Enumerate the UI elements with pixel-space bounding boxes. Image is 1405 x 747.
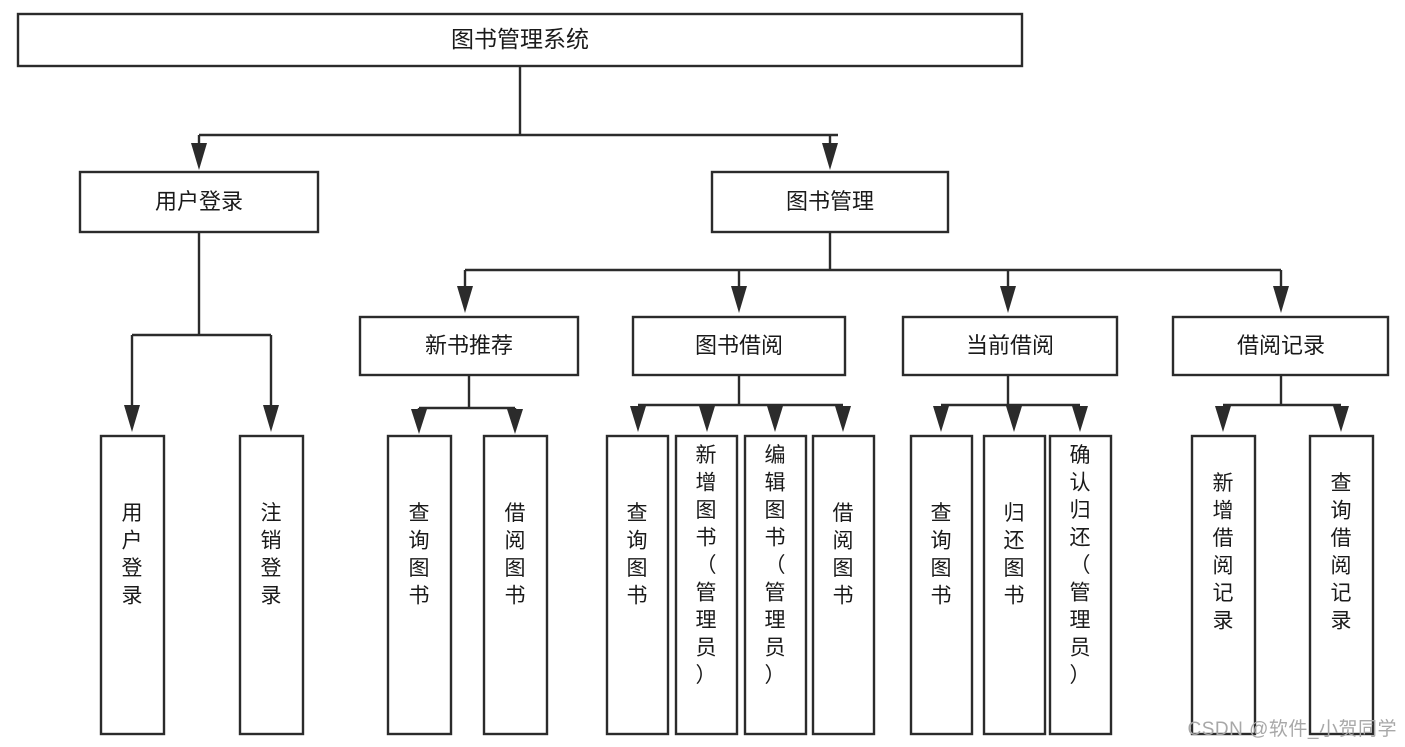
arrow-head-leaf-query-book-borrow [630, 406, 646, 432]
node-book-management-label: 图书管理 [786, 189, 874, 214]
node-leaf-query-book-recommend[interactable]: 查询图书 [386, 434, 453, 736]
node-leaf-edit-book[interactable]: 编辑图书（管理员） [743, 434, 808, 736]
leaf-node-group: 用户登录 注销登录 查询图书 借阅图书 查询图书 新增图书（管理员） [99, 434, 1375, 736]
node-user-login-label: 用户登录 [155, 189, 243, 214]
arrow-head-leaf-logout [263, 405, 279, 432]
node-leaf-query-book-borrow[interactable]: 查询图书 [605, 434, 670, 736]
arrow-head-leaf-add-book [699, 406, 715, 432]
arrow-head-current-borrow [1000, 286, 1016, 313]
node-book-management-box[interactable] [710, 170, 950, 234]
node-leaf-edit-book-label: 编辑图书（管理员） [765, 444, 786, 687]
node-leaf-borrow-book-recommend[interactable]: 借阅图书 [482, 434, 549, 736]
arrow-head-leaf-user-login [124, 405, 140, 432]
node-borrow-record-box[interactable] [1171, 315, 1390, 377]
node-book-borrow-box[interactable] [631, 315, 847, 377]
node-leaf-borrow-book-recommend-box[interactable] [482, 434, 549, 736]
arrow-head-leaf-add-borrow-record [1215, 406, 1231, 432]
node-leaf-borrow-book-recommend-label: 借阅图书 [505, 502, 526, 608]
node-leaf-query-borrow-record-box[interactable] [1308, 434, 1375, 736]
node-leaf-confirm-return-label: 确认归还（管理员） [1070, 444, 1091, 687]
arrow-head-borrow-record [1273, 286, 1289, 313]
node-current-borrow-box[interactable] [901, 315, 1119, 377]
connector-layer [124, 66, 1349, 434]
arrow-head-book-management [822, 143, 838, 170]
arrow-head-leaf-confirm-return [1072, 406, 1088, 432]
node-leaf-return-book-box[interactable] [982, 434, 1047, 736]
node-new-book-recommend-label: 新书推荐 [425, 333, 513, 358]
node-leaf-return-book-label: 归还图书 [1004, 502, 1025, 608]
arrow-head-leaf-query-borrow-record [1333, 406, 1349, 432]
node-leaf-query-book-current-box[interactable] [909, 434, 974, 736]
node-borrow-record-label: 借阅记录 [1237, 333, 1325, 358]
node-leaf-confirm-return-box[interactable] [1048, 434, 1113, 736]
arrow-head-leaf-edit-book [767, 406, 783, 432]
node-leaf-add-book-box[interactable] [674, 434, 739, 736]
node-new-book-recommend-box[interactable] [358, 315, 580, 377]
node-leaf-add-borrow-record[interactable]: 新增借阅记录 [1190, 434, 1257, 736]
node-leaf-query-borrow-record-label: 查询借阅记录 [1331, 472, 1352, 633]
node-leaf-logout-label: 注销登录 [261, 502, 282, 608]
node-leaf-add-book[interactable]: 新增图书（管理员） [674, 434, 739, 736]
node-leaf-logout-box[interactable] [238, 434, 305, 736]
node-leaf-user-login-label: 用户登录 [122, 502, 143, 608]
node-book-borrow[interactable]: 图书借阅 [631, 315, 847, 377]
node-leaf-query-book-current[interactable]: 查询图书 [909, 434, 974, 736]
arrow-head-new-book-recommend [457, 286, 473, 313]
node-leaf-borrow-book-box[interactable] [811, 434, 876, 736]
node-root[interactable]: 图书管理系统 [16, 12, 1024, 68]
node-leaf-query-book-borrow-label: 查询图书 [627, 502, 648, 608]
arrow-head-book-borrow [731, 286, 747, 313]
node-leaf-add-book-label: 新增图书（管理员） [696, 444, 717, 687]
node-leaf-add-borrow-record-box[interactable] [1190, 434, 1257, 736]
node-leaf-add-borrow-record-label: 新增借阅记录 [1213, 472, 1234, 633]
node-user-login-box[interactable] [78, 170, 320, 234]
node-root-label: 图书管理系统 [451, 26, 589, 52]
node-leaf-query-book-borrow-box[interactable] [605, 434, 670, 736]
node-leaf-query-borrow-record[interactable]: 查询借阅记录 [1308, 434, 1375, 736]
node-leaf-return-book[interactable]: 归还图书 [982, 434, 1047, 736]
node-leaf-query-book-recommend-label: 查询图书 [409, 502, 430, 608]
node-leaf-confirm-return[interactable]: 确认归还（管理员） [1048, 434, 1113, 736]
node-new-book-recommend[interactable]: 新书推荐 [358, 315, 580, 377]
node-leaf-borrow-book[interactable]: 借阅图书 [811, 434, 876, 736]
arrow-head-leaf-query-book-current [933, 406, 949, 432]
node-leaf-edit-book-box[interactable] [743, 434, 808, 736]
node-leaf-user-login[interactable]: 用户登录 [99, 434, 166, 736]
node-book-management[interactable]: 图书管理 [710, 170, 950, 234]
node-leaf-borrow-book-label: 借阅图书 [833, 502, 854, 608]
node-user-login[interactable]: 用户登录 [78, 170, 320, 234]
node-leaf-query-book-recommend-box[interactable] [386, 434, 453, 736]
arrow-head-leaf-return-book [1006, 406, 1022, 432]
node-book-borrow-label: 图书借阅 [695, 333, 783, 358]
node-borrow-record[interactable]: 借阅记录 [1171, 315, 1390, 377]
arrow-head-leaf-query-book-recommend [411, 409, 427, 434]
node-leaf-query-book-current-label: 查询图书 [931, 502, 952, 608]
arrow-head-user-login [191, 143, 207, 170]
node-current-borrow-label: 当前借阅 [966, 333, 1054, 358]
node-root-box[interactable] [16, 12, 1024, 68]
arrow-head-leaf-borrow-book [835, 406, 851, 432]
node-current-borrow[interactable]: 当前借阅 [901, 315, 1119, 377]
node-leaf-logout[interactable]: 注销登录 [238, 434, 305, 736]
node-leaf-user-login-box[interactable] [99, 434, 166, 736]
arrow-head-leaf-borrow-book-recommend [507, 409, 523, 434]
